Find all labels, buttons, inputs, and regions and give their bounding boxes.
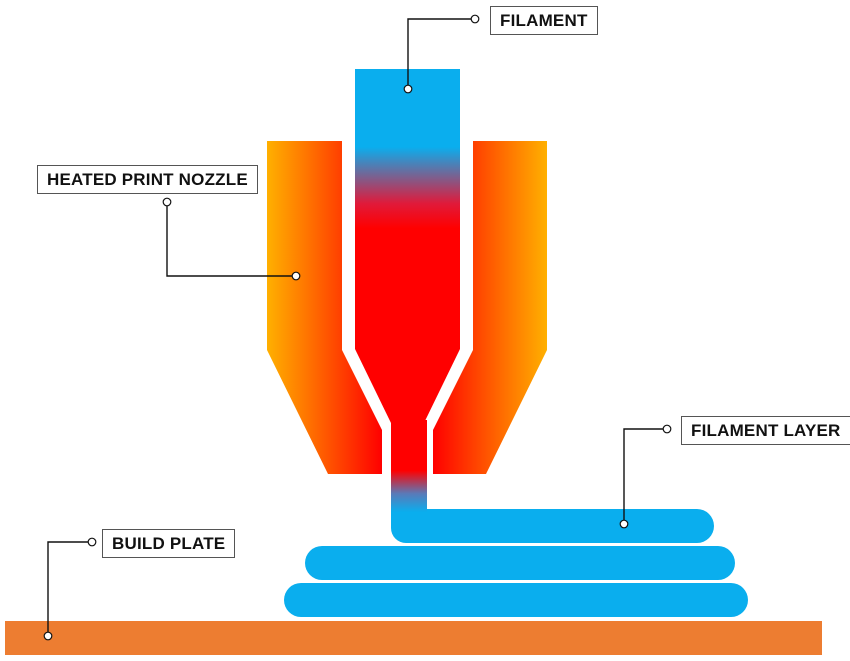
filament-marker-dot bbox=[403, 84, 413, 94]
nozzle-label-dot bbox=[162, 197, 172, 207]
build-plate-label: BUILD PLATE bbox=[102, 529, 236, 558]
filament-layer-leader-line bbox=[623, 428, 663, 524]
heated-print-nozzle-label: HEATED PRINT NOZZLE bbox=[37, 165, 258, 194]
filament-layer-middle bbox=[305, 546, 735, 580]
filament-label: FILAMENT bbox=[490, 6, 598, 35]
filament-core bbox=[355, 69, 460, 423]
build-plate-label-dot bbox=[87, 537, 97, 547]
filament-label-dot bbox=[470, 14, 480, 24]
build-plate bbox=[5, 621, 822, 655]
nozzle-marker-dot bbox=[291, 271, 301, 281]
nozzle-leader-line bbox=[166, 202, 296, 277]
heated-nozzle-left bbox=[267, 141, 382, 474]
heated-nozzle-right bbox=[433, 141, 547, 474]
filament-layer-marker-dot bbox=[619, 519, 629, 529]
filament-layer-bottom bbox=[284, 583, 748, 617]
filament-leader-line bbox=[407, 18, 471, 89]
build-plate-leader-line bbox=[47, 541, 88, 636]
filament-layer-label-dot bbox=[662, 424, 672, 434]
build-plate-marker-dot bbox=[43, 631, 53, 641]
filament-layer-top bbox=[391, 440, 714, 543]
filament-layer-label: FILAMENT LAYER bbox=[681, 416, 850, 445]
nozzle-tip-filament bbox=[391, 420, 427, 512]
